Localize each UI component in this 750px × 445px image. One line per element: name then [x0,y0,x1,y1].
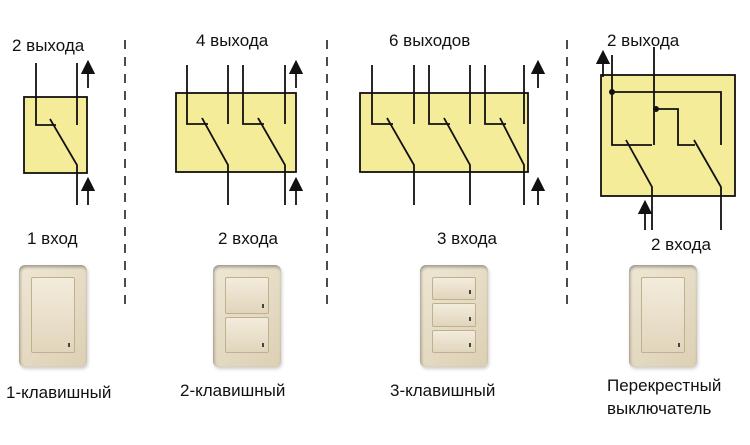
switch-key [641,277,685,353]
junction-dot [653,106,659,112]
switch-name-1: 1-клавишный [6,383,111,402]
switch-key [432,329,476,353]
switch-photo-2-key [213,265,281,367]
switch-box-4 [600,74,736,197]
switch-photo-1-key [19,265,87,367]
switch-key [432,277,476,301]
outputs-label-4: 2 выхода [607,31,680,50]
separators [124,40,568,310]
arrows [80,49,653,230]
switch-box-3 [359,92,529,173]
wiring [35,47,722,230]
switch-name-4-line1: Перекрестный [607,376,721,395]
inputs-label-2: 2 входа [218,229,279,248]
inputs-label-3: 3 входа [437,229,498,248]
outputs-label-1: 2 выхода [12,36,85,55]
switch-box-2 [175,92,297,173]
switch-name-4-line2: выключатель [607,399,712,418]
outputs-label-3: 6 выходов [389,31,470,50]
junction-dot [609,89,615,95]
inputs-label-1: 1 вход [27,229,78,248]
switch-photo-cross [629,265,697,367]
switch-key [225,316,269,353]
switch-photo-3-key [420,265,488,367]
switch-name-3: 3-клавишный [390,381,495,400]
inputs-label-4: 2 входа [651,235,712,254]
switch-key [31,277,75,353]
outputs-label-2: 4 выхода [196,31,269,50]
switch-key [225,277,269,314]
switch-key [432,303,476,327]
switch-name-2: 2-клавишный [180,381,285,400]
